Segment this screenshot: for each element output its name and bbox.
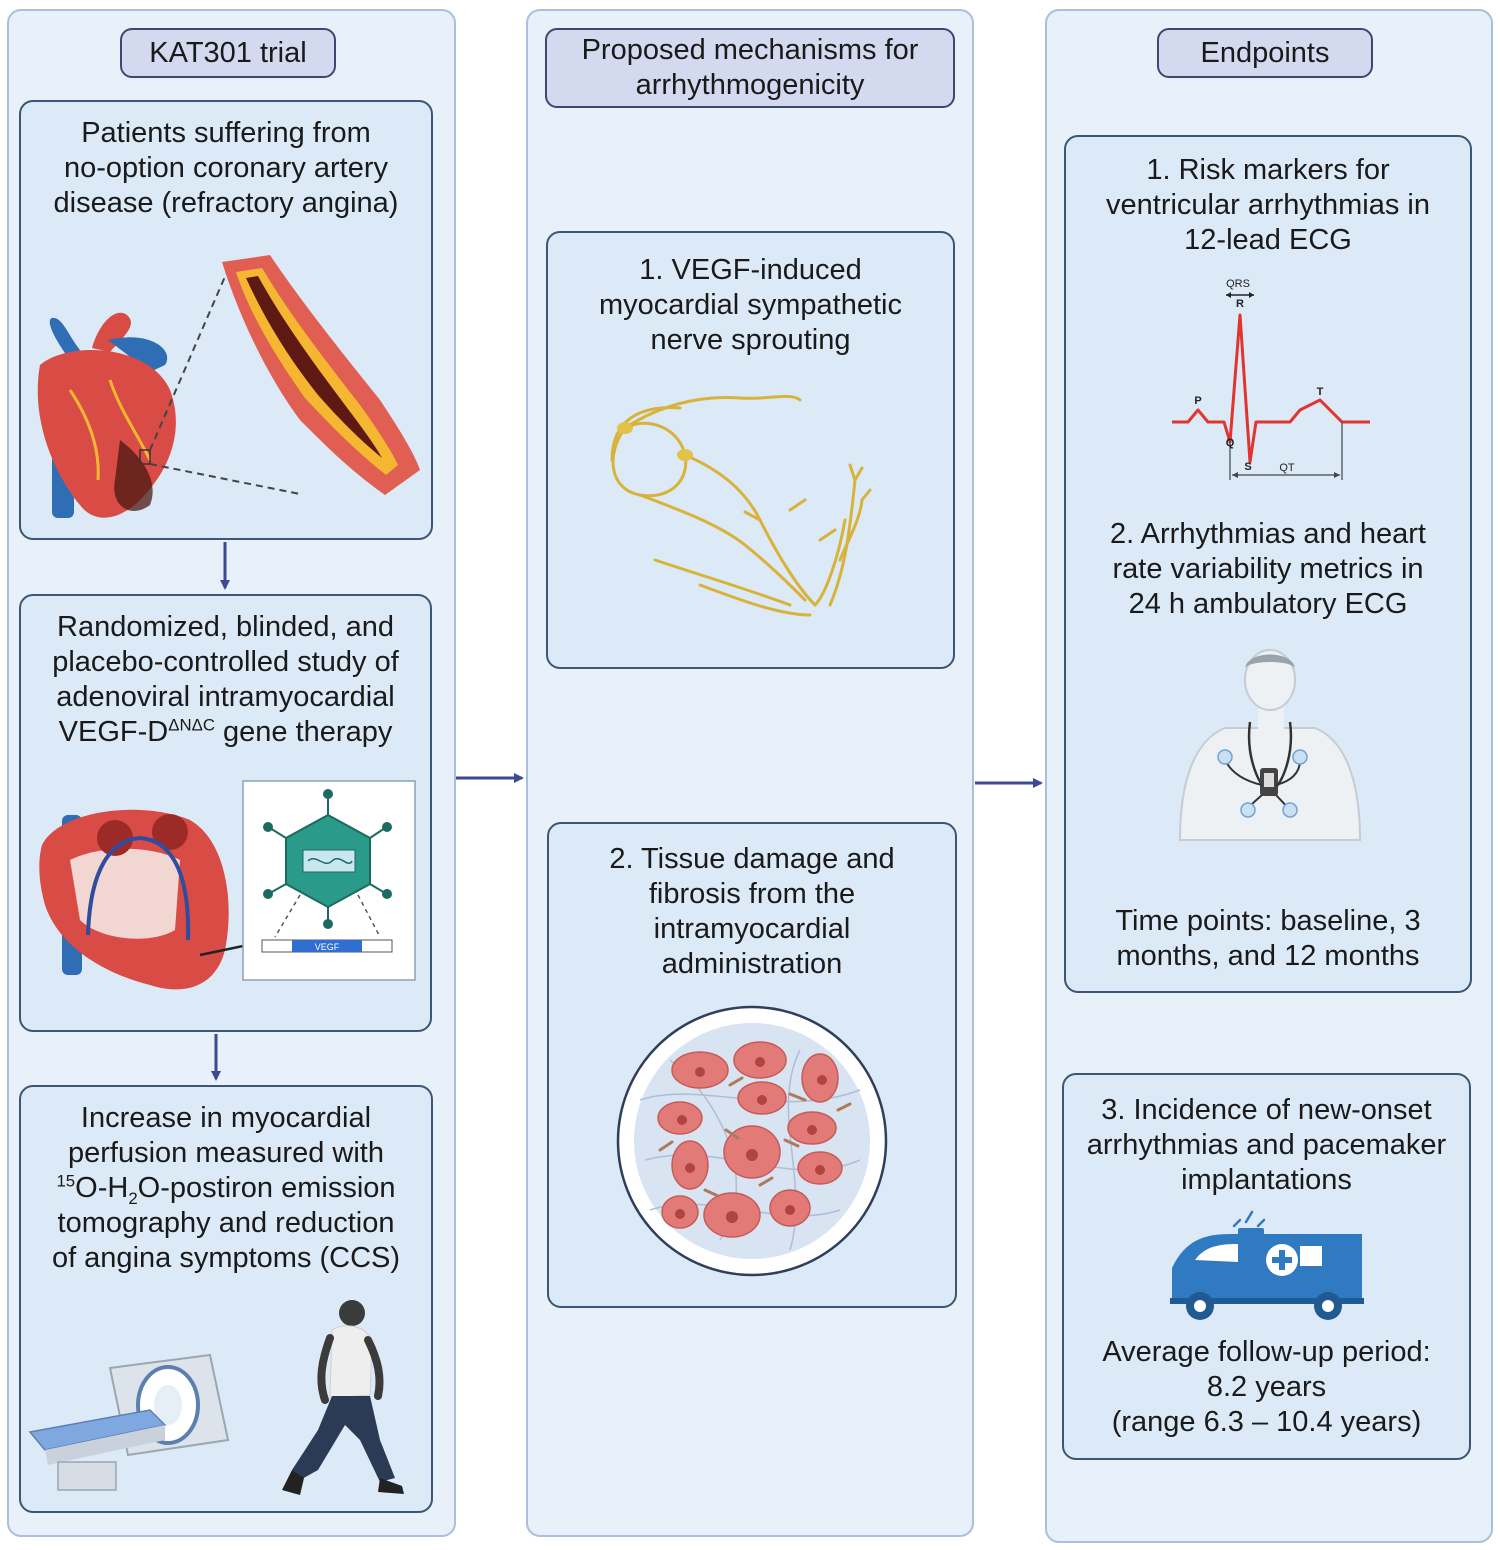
- header-endpoints-text: Endpoints: [1200, 36, 1330, 69]
- text-line-vegf-d: VEGF-DΔNΔC gene therapy: [33, 715, 418, 750]
- header-mechanisms-line-2: arrhythmogenicity: [635, 69, 865, 101]
- box-incidence-text-1: 3. Incidence of new-onset arrhythmias an…: [1064, 1093, 1469, 1198]
- header-mechanisms-line-1: Proposed mechanisms for: [581, 34, 919, 67]
- header-mechanisms-text: Proposed mechanisms for arrhythmogenicit…: [582, 33, 919, 103]
- ecg-label-qrs: QRS: [1226, 278, 1250, 290]
- text-line: nerve sprouting: [650, 324, 851, 356]
- text-line: myocardial sympathetic: [599, 289, 902, 321]
- text-line: ventricular arrhythmias in: [1106, 189, 1430, 221]
- superscript-15: 15: [56, 1171, 76, 1191]
- nerve-icon: [610, 394, 872, 617]
- text-line: perfusion measured with: [68, 1137, 384, 1169]
- heart-icon: [37, 264, 301, 518]
- text-line: tomography and reduction: [57, 1207, 395, 1239]
- box-ecg-text-1: 1. Risk markers for ventricular arrhythm…: [1066, 153, 1470, 258]
- header-mechanisms: Proposed mechanisms for arrhythmogenicit…: [545, 28, 955, 108]
- text-line: 2. Tissue damage and: [609, 843, 895, 875]
- box-incidence-text-2: Average follow-up period: 8.2 years (ran…: [1064, 1335, 1469, 1440]
- text-line: 1. Risk markers for: [1146, 154, 1390, 186]
- text-line: rate variability metrics in: [1112, 553, 1424, 585]
- text-line: Increase in myocardial: [80, 1102, 372, 1134]
- text-line: adenoviral intramyocardial: [56, 681, 395, 713]
- ecg-label-q: Q: [1226, 437, 1235, 449]
- box-tissue-text: 2. Tissue damage and fibrosis from the i…: [549, 842, 955, 982]
- text-part: O-H: [75, 1172, 129, 1204]
- text-line: arrhythmias and pacemaker: [1086, 1129, 1447, 1161]
- text-line: Time points: baseline, 3: [1115, 905, 1421, 937]
- vector-label: VEGF: [315, 942, 340, 952]
- holter-patient-icon: [1178, 649, 1362, 841]
- text-line: fibrosis from the: [648, 878, 856, 910]
- text-line: disease (refractory angina): [53, 187, 399, 219]
- superscript-delta: ΔNΔC: [168, 715, 215, 735]
- ecg-label-qt: QT: [1279, 462, 1295, 474]
- box-ecg-text-3: Time points: baseline, 3 months, and 12 …: [1066, 904, 1470, 974]
- box-ecg-endpoints: 1. Risk markers for ventricular arrhythm…: [1064, 135, 1472, 993]
- text-line: implantations: [1181, 1164, 1352, 1196]
- box-ecg-text-2: 2. Arrhythmias and heart rate variabilit…: [1066, 517, 1470, 622]
- text-line: 2. Arrhythmias and heart: [1110, 518, 1426, 550]
- box-randomized-text: Randomized, blinded, and placebo-control…: [21, 610, 430, 750]
- text-part: gene therapy: [214, 716, 393, 748]
- adenovirus-vector-icon: VEGF: [242, 780, 416, 981]
- walking-person-icon: [282, 1300, 404, 1495]
- text-line: administration: [661, 948, 843, 980]
- ecg-wave-icon: QRS R P Q S T QT: [1172, 278, 1370, 480]
- text-line: placebo-controlled study of: [52, 646, 399, 678]
- text-line: intramyocardial: [653, 913, 851, 945]
- heart-cross-section-icon: [39, 809, 263, 990]
- text-line: 12-lead ECG: [1184, 224, 1352, 256]
- ecg-label-t: T: [1317, 386, 1324, 398]
- text-line: no-option coronary artery: [64, 152, 388, 184]
- text-part: O-postiron emission: [137, 1172, 396, 1204]
- ecg-label-s: S: [1244, 461, 1251, 473]
- box-nerve-text: 1. VEGF-induced myocardial sympathetic n…: [548, 253, 953, 358]
- text-line: 24 h ambulatory ECG: [1128, 588, 1408, 620]
- text-line: 3. Incidence of new-onset: [1101, 1094, 1432, 1126]
- text-part: VEGF-D: [58, 716, 169, 748]
- text-line: 1. VEGF-induced: [639, 254, 862, 286]
- text-line: of angina symptoms (CCS): [51, 1242, 401, 1274]
- text-line: Patients suffering from: [81, 117, 371, 149]
- artery-icon: [222, 255, 420, 495]
- ecg-label-r: R: [1236, 298, 1244, 310]
- text-line: months, and 12 months: [1116, 940, 1420, 972]
- text-line-pet: 15O-H2O-postiron emission: [33, 1171, 419, 1208]
- pet-scanner-icon: [28, 1353, 230, 1491]
- fibrosis-tissue-icon: [616, 1005, 888, 1277]
- nerve-ganglia: [617, 422, 693, 461]
- text-line: Randomized, blinded, and: [57, 611, 394, 643]
- header-kat301-trial: KAT301 trial: [120, 28, 336, 78]
- text-line: 8.2 years: [1206, 1371, 1327, 1403]
- box-perfusion-text: Increase in myocardial perfusion measure…: [21, 1101, 431, 1276]
- text-line: Average follow-up period:: [1102, 1336, 1431, 1368]
- subscript-2: 2: [128, 1188, 138, 1208]
- flow-arrows: [211, 542, 1043, 1081]
- ambulance-icon: [1170, 1210, 1364, 1320]
- box-patients-text: Patients suffering from no-option corona…: [21, 116, 431, 221]
- text-line: (range 6.3 – 10.4 years): [1111, 1406, 1422, 1438]
- ecg-label-p: P: [1194, 395, 1201, 407]
- header-kat301-text: KAT301 trial: [149, 36, 307, 69]
- header-endpoints: Endpoints: [1157, 28, 1373, 78]
